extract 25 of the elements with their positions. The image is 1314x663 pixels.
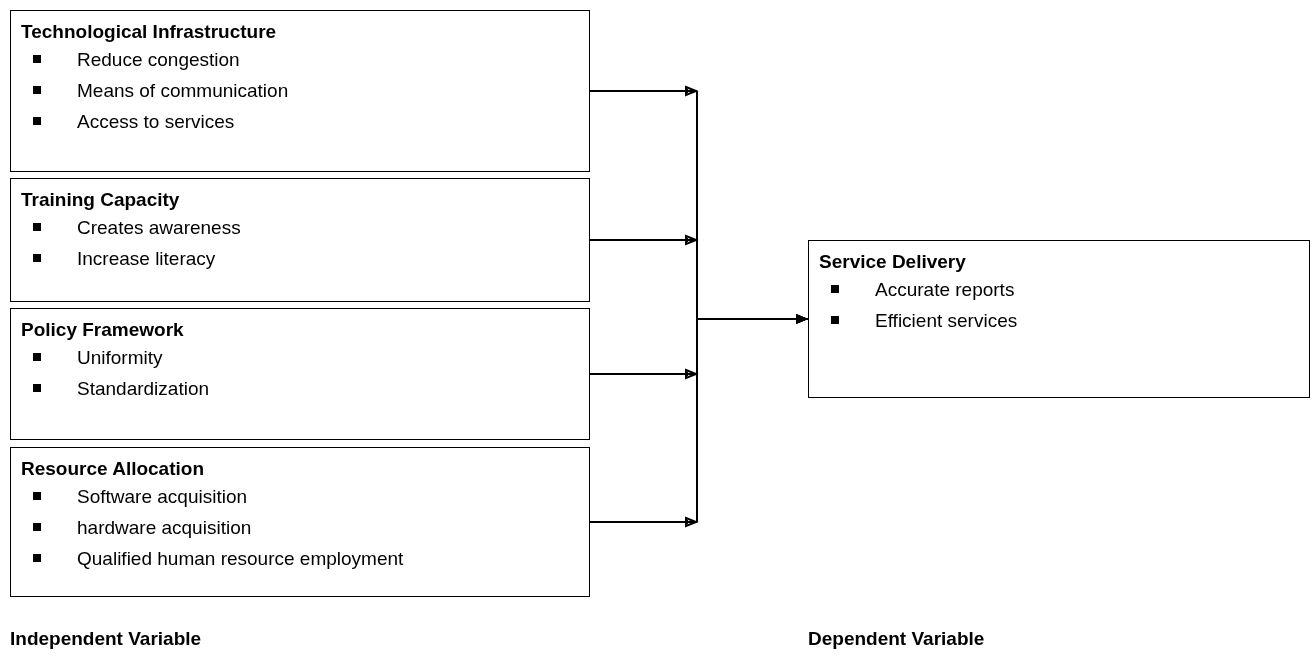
variable-caption: Independent Variable [10,628,202,650]
bullet-text: Reduce congestion [77,48,240,72]
bullet-text: Means of communication [77,79,289,103]
bullet-text: Accurate reports [875,278,1015,302]
variable-caption: Dependent Variable [808,628,985,650]
bullet-text: Efficient services [875,309,1018,333]
box-heading: Policy Framework [21,318,184,342]
bullet-text: Software acquisition [77,485,248,509]
box-heading: Service Delivery [819,250,966,274]
bullet-text: Qualified human resource employment [77,547,404,571]
bullet-text: Creates awareness [77,216,241,240]
bullet-text: hardware acquisition [77,516,252,540]
variable-box [808,240,1310,398]
variable-box [10,308,590,440]
bullet-text: Increase literacy [77,247,216,271]
box-heading: Resource Allocation [21,457,204,481]
box-heading: Technological Infrastructure [21,20,277,44]
variable-box [10,10,590,172]
box-heading: Training Capacity [21,188,180,212]
arrow [589,314,809,527]
variable-box [10,178,590,302]
bullet-text: Standardization [77,377,210,401]
bullet-text: Uniformity [77,346,163,370]
bullet-text: Access to services [77,110,235,134]
variable-box [10,447,590,597]
